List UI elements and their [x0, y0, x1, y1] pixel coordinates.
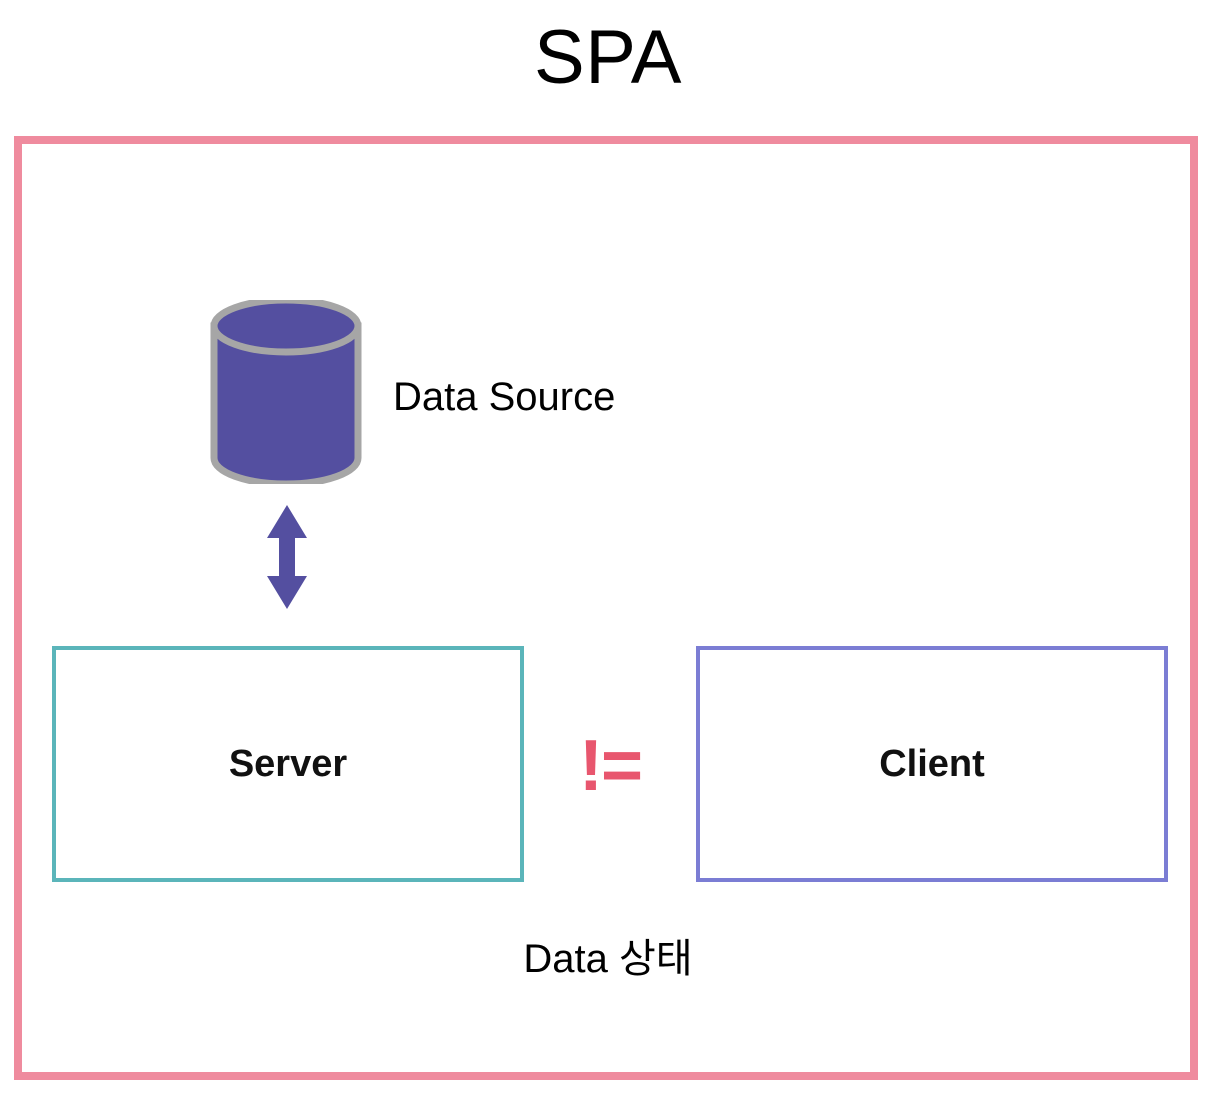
client-node-label: Client: [879, 742, 985, 785]
server-node-label: Server: [228, 742, 348, 785]
data-source-label: Data Source: [393, 375, 616, 419]
server-node-box[interactable]: Server: [52, 646, 524, 882]
page-title: SPA: [534, 15, 682, 100]
double-headed-vertical-arrow-icon: [262, 502, 312, 612]
not-equal-symbol: !=: [578, 726, 643, 806]
client-node-box[interactable]: Client: [696, 646, 1168, 882]
data-state-caption: Data 상태: [523, 937, 693, 981]
database-cylinder-icon: [210, 300, 362, 484]
spa-container-box: [14, 136, 1198, 1080]
